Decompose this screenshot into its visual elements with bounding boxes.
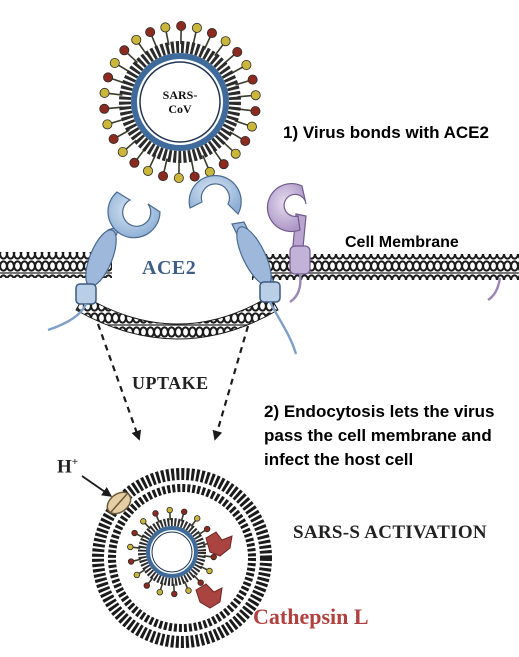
internal-spike-protein-head — [210, 553, 217, 561]
internal-spike-protein-head — [156, 588, 164, 596]
spike-protein-head — [246, 121, 257, 132]
internal-spike-protein-head — [185, 587, 192, 594]
internal-spike-protein-head — [133, 571, 141, 579]
virus-capsid — [131, 53, 229, 151]
uptake-label: UPTAKE — [132, 373, 209, 393]
spike-protein-head — [131, 34, 142, 45]
membrane-invagination — [75, 295, 279, 340]
spike-protein-head — [158, 171, 169, 182]
internal-spike-protein-head — [180, 508, 188, 516]
uptake-arrow-left — [96, 323, 142, 441]
virus-spikes — [99, 21, 261, 183]
spike-protein-head — [119, 45, 130, 56]
spike-protein-head — [160, 22, 171, 33]
spike-protein-head — [189, 171, 200, 182]
lilac-membrane-protein — [266, 182, 502, 303]
spike-protein-head — [176, 21, 187, 32]
internalized-virus — [127, 506, 217, 598]
internal-spike-protein-head — [166, 506, 173, 514]
proton-charge: + — [71, 456, 79, 468]
ace2-receptor-right — [188, 174, 298, 355]
spike-protein-head — [250, 106, 261, 117]
spike-protein-head — [99, 103, 110, 114]
cathepsin-l-label: Cathepsin L — [253, 604, 369, 629]
internal-spike-protein-head — [203, 525, 211, 533]
internal-spike-protein-head — [197, 579, 204, 586]
internal-spike-protein-head — [127, 558, 135, 565]
proton-arrow — [81, 475, 113, 497]
spike-protein-head — [143, 165, 154, 176]
internal-spike-protein-head — [194, 515, 201, 522]
internal-spike-protein-head — [131, 529, 138, 537]
sars-s-activation-label: SARS-S ACTIVATION — [293, 522, 487, 543]
spike-protein-head — [247, 74, 258, 85]
spike-protein-head — [109, 57, 120, 68]
virus-name-line2: CoV — [168, 102, 192, 116]
spike-protein-head — [220, 36, 231, 47]
internal-spike-protein-head — [171, 590, 178, 598]
spike-protein-head — [241, 60, 252, 71]
spike-protein-head — [108, 133, 119, 144]
spike-protein-head — [206, 28, 217, 39]
spike-protein-head — [173, 172, 184, 183]
spike-protein-head — [230, 148, 241, 159]
internal-spike-protein-head — [152, 510, 159, 517]
spike-protein-head — [129, 157, 140, 168]
internal-spike-protein-head — [140, 518, 147, 525]
spike-protein-head — [218, 159, 229, 170]
spike-protein-head — [99, 87, 110, 98]
virus-name: SARS- CoV — [140, 88, 220, 116]
cell-membrane-label: Cell Membrane — [345, 234, 459, 251]
proton-pump — [106, 491, 132, 515]
cathepsin-l-enzyme-lower — [195, 583, 223, 609]
spike-protein-head — [250, 90, 261, 101]
spike-protein-head — [102, 119, 113, 130]
proton-symbol: H — [57, 456, 72, 478]
step2-label: 2) Endocytosis lets the virus pass the c… — [264, 402, 495, 469]
virus-name-line1: SARS- — [162, 88, 198, 102]
proton-label: H+ — [57, 456, 79, 478]
internal-spike-protein-head — [143, 582, 150, 589]
step1-label: 1) Virus bonds with ACE2 — [283, 123, 489, 142]
virus-envelope — [119, 41, 241, 163]
cathepsin-l-enzyme-upper — [205, 531, 233, 557]
ace2-receptor-left — [47, 191, 161, 332]
spike-protein-head — [191, 22, 202, 33]
spike-protein-head — [117, 146, 128, 157]
ace2-label: ACE2 — [142, 257, 197, 279]
virus-core — [139, 61, 221, 143]
spike-protein-head — [240, 136, 251, 147]
internalized-virus-spikes — [127, 506, 217, 598]
sars-cov-virus-particle — [99, 21, 261, 183]
uptake-arrow-right — [212, 325, 250, 441]
spike-protein-head — [145, 27, 156, 38]
internal-spike-protein-head — [206, 567, 213, 575]
spike-protein-head — [232, 47, 243, 58]
spike-protein-head — [103, 72, 114, 83]
internal-spike-protein-head — [127, 543, 134, 551]
